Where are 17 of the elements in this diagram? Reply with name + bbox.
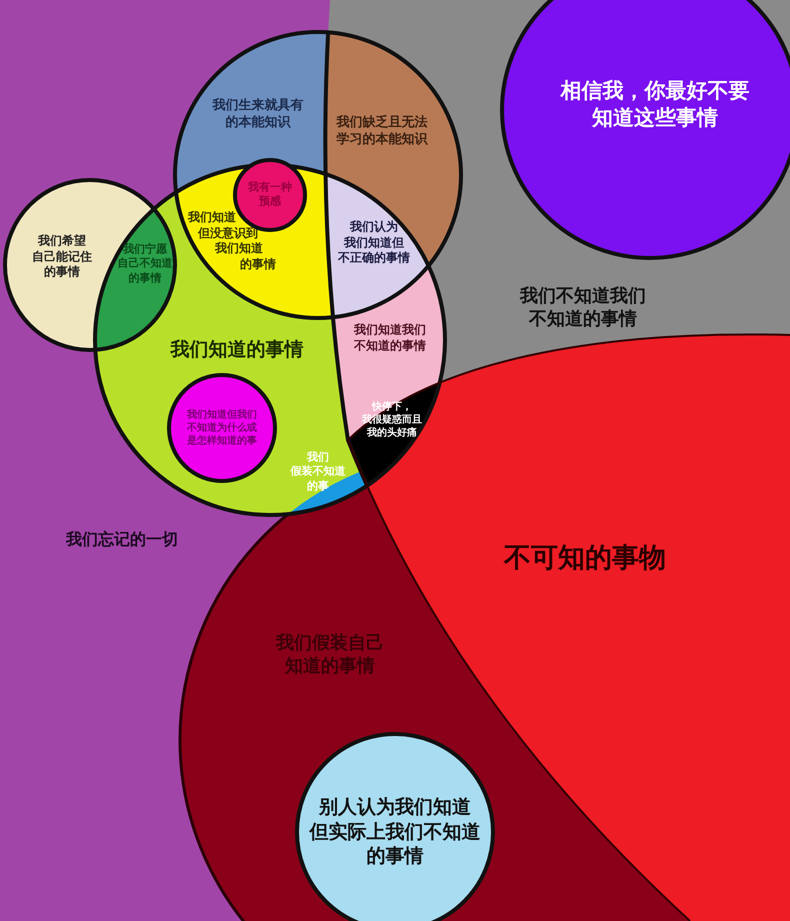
- region-label: 我们假装自己知道的事情: [276, 632, 384, 678]
- circle-label: 我有一种预感: [248, 180, 292, 210]
- region-label: 我们假装不知道的事: [290, 450, 346, 494]
- region-label: 我们忘记的一切: [66, 530, 178, 550]
- region-label: 我们生来就具有的本能知识: [212, 98, 304, 132]
- circle-label: 相信我，你最好不要知道这些事情: [560, 78, 750, 132]
- circle-label: 别人认为我们知道但实际上我们不知道的事情: [310, 794, 480, 870]
- region-label: 我们知道我们不知道的事情: [354, 322, 426, 354]
- region-label: 不可知的事物: [504, 540, 666, 576]
- region-label: 我们希望自己能记住的事情: [32, 234, 92, 280]
- region-label: 我们认为我们知道但不正确的事情: [338, 220, 410, 266]
- region-label: 我们不知道我们不知道的事情: [520, 284, 646, 332]
- region-label: 我们宁愿自己不知道的事情: [118, 242, 172, 286]
- region-label: 我们知道但没意识到我们知道的事情: [188, 210, 276, 272]
- circle-label: 我们知道但我们不知道为什么或是怎样知道的事: [187, 408, 257, 448]
- region-label: 我们知道的事情: [170, 338, 304, 362]
- region-label: 我们缺乏且无法学习的本能知识: [336, 115, 428, 149]
